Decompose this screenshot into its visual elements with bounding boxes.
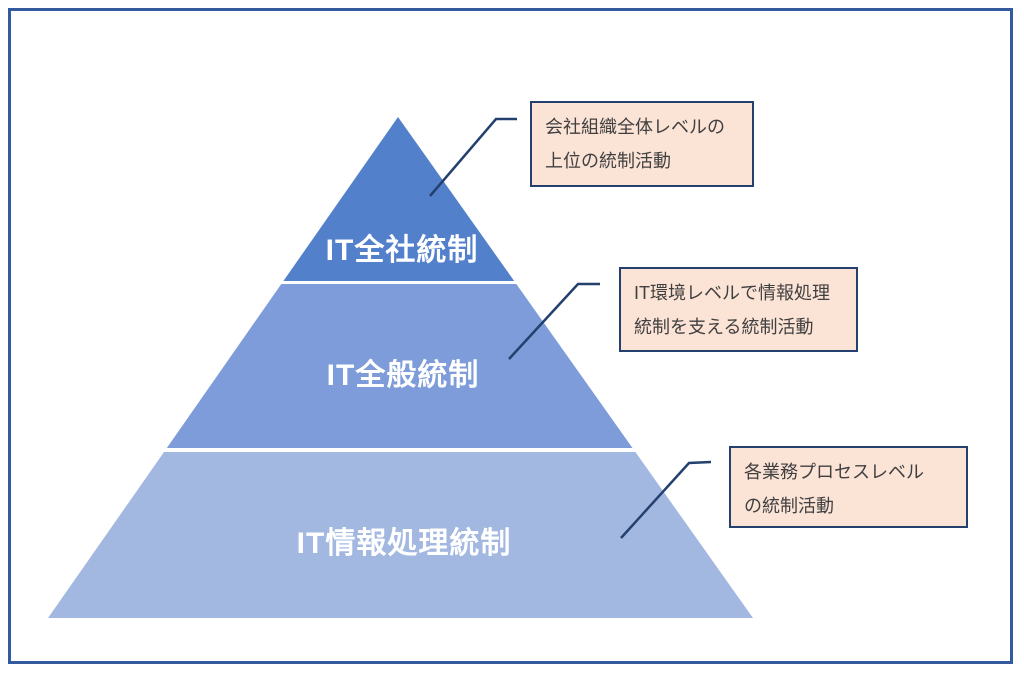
callout-box-bottom: 各業務プロセスレベル の統制活動 — [729, 446, 968, 528]
callout-text-line: 上位の統制活動 — [545, 151, 671, 171]
connector-line-middle — [508, 282, 600, 360]
tier-label-it-general-control: IT全般統制 — [326, 359, 480, 392]
callout-text-line: 各業務プロセスレベル — [744, 462, 924, 482]
pyramid-tier-bottom — [48, 452, 753, 618]
tier-label-company-wide-it-control: IT全社統制 — [325, 234, 479, 267]
tier-label-it-application-control: IT情報処理統制 — [296, 527, 512, 560]
callout-box-top: 会社組織全体レベルの 上位の統制活動 — [530, 101, 754, 187]
callout-text-line: の統制活動 — [744, 496, 834, 516]
callout-text-line: IT環境レベルで情報処理 — [634, 283, 830, 303]
pyramid-tier-top — [283, 117, 515, 281]
connector-line-top — [429, 117, 517, 197]
callout-box-middle: IT環境レベルで情報処理 統制を支える統制活動 — [619, 267, 858, 352]
callout-text-line: 会社組織全体レベルの — [545, 117, 725, 137]
callout-text-line: 統制を支える統制活動 — [634, 317, 814, 337]
pyramid-tier-middle — [166, 284, 633, 448]
connector-line-bottom — [620, 460, 712, 539]
